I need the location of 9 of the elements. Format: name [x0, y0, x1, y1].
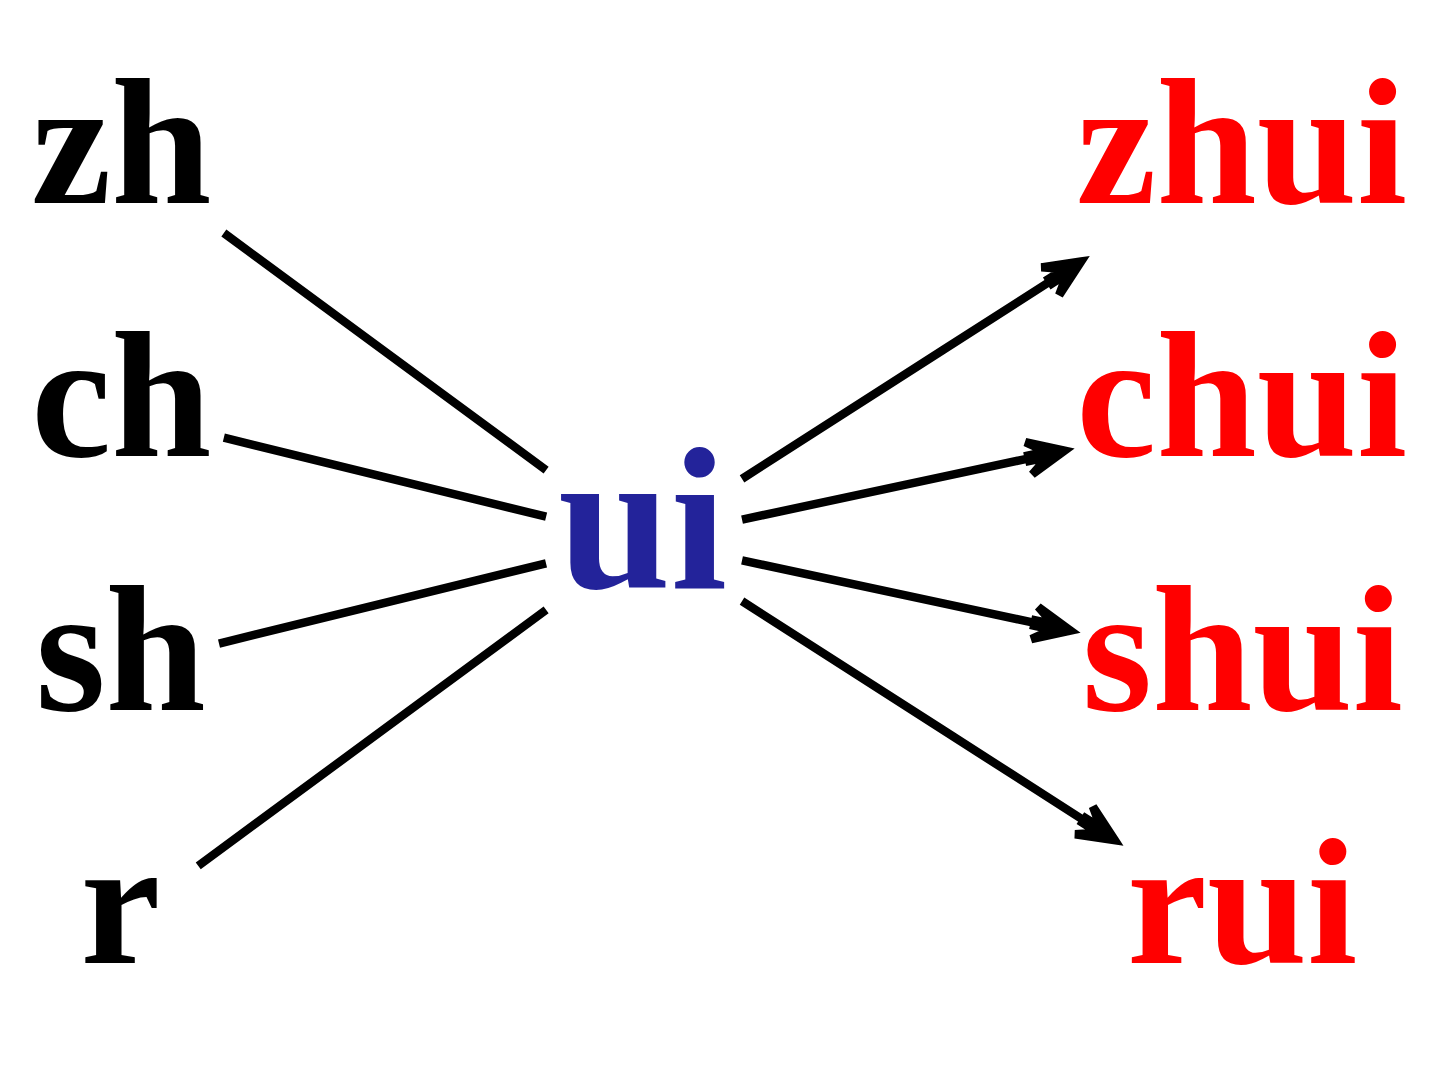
node-text: rui — [1127, 802, 1358, 1003]
node-text: ui — [558, 407, 728, 633]
node-text: ch — [31, 295, 212, 496]
node-text: chui — [1076, 295, 1408, 496]
node-text: zhui — [1076, 41, 1408, 242]
node-text: zh — [31, 41, 212, 242]
node-text: sh — [35, 548, 206, 749]
node-text: shui — [1082, 548, 1403, 749]
node-text: r — [80, 802, 161, 1003]
